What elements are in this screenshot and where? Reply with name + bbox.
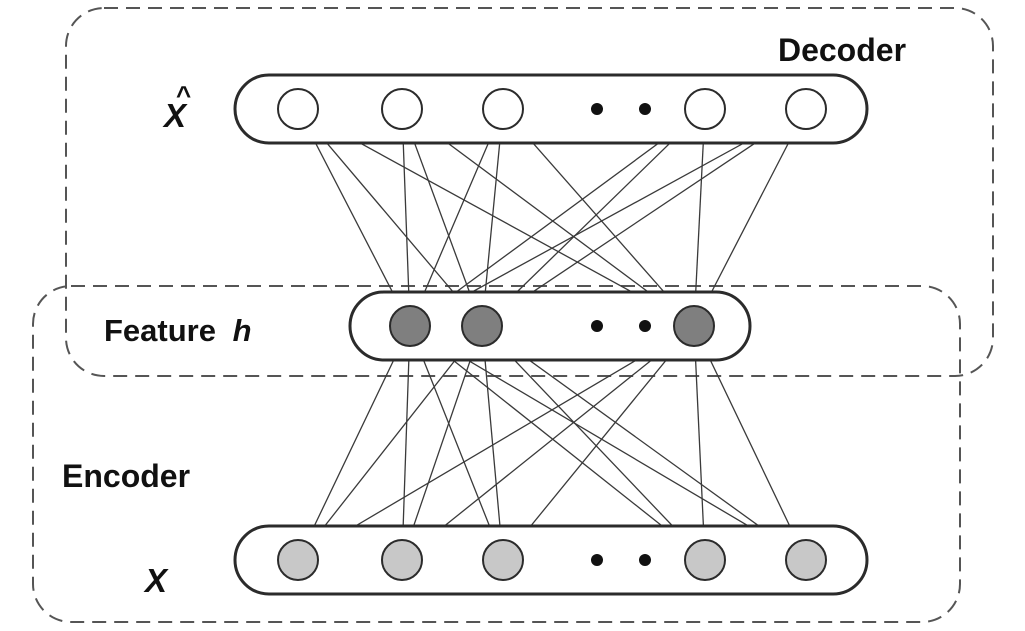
output-ellipsis-dot [591,103,603,115]
encoder-connection [297,325,695,561]
output-ellipsis-dot [639,103,651,115]
encoder-connection [481,325,504,561]
feature-label: Feature h [104,313,252,348]
decoder-region [65,7,994,377]
decoder-connection [693,108,706,327]
feature-label-text: Feature [104,313,216,348]
input-node [277,539,319,581]
hidden-layer-capsule [348,290,752,362]
output-node [381,88,423,130]
decoder-connection [297,108,411,327]
encoder-connection [401,325,411,561]
encoder-connection [502,325,695,561]
input-layer-capsule [233,524,869,596]
output-node [684,88,726,130]
decoder-connection [481,108,807,327]
input-ellipsis-dot [639,554,651,566]
output-node [277,88,319,130]
output-hat-symbol: ^ [176,80,191,110]
network-nodes [277,88,827,581]
decoder-connection [481,108,706,327]
decoder-connection [502,108,695,327]
input-node [482,539,524,581]
hidden-ellipsis-dot [639,320,651,332]
feature-variable: h [233,313,252,348]
encoder-connection [693,325,706,561]
encoder-connection [401,325,695,561]
encoder-connections [297,325,807,561]
decoder-connection [693,108,807,327]
hidden-ellipsis-dot [591,320,603,332]
hidden-node [461,305,503,347]
encoder-connection [481,325,807,561]
decoder-connection [401,108,483,327]
output-node [785,88,827,130]
encoder-connection [401,325,483,561]
encoder-connection [409,325,706,561]
encoder-connection [297,325,411,561]
decoder-connection [409,108,504,327]
encoder-label: Encoder [62,458,190,494]
hidden-node [389,305,431,347]
input-node [785,539,827,581]
output-layer-capsule [233,73,869,145]
decoder-label: Decoder [778,32,906,68]
output-node [482,88,524,130]
output-variable-label: X [162,97,188,134]
input-ellipsis-dot [591,554,603,566]
decoder-connection [297,108,483,327]
encoder-connection [409,325,807,561]
input-variable-label: X [143,562,169,599]
decoder-connection [481,108,504,327]
decoder-connection [409,108,807,327]
encoder-connection [409,325,504,561]
input-node [381,539,423,581]
input-node [684,539,726,581]
encoder-region [32,285,961,623]
decoder-connection [297,108,695,327]
decoder-connection [401,108,695,327]
decoder-connection [409,108,706,327]
decoder-connections [297,108,807,327]
hidden-node [673,305,715,347]
encoder-connection [693,325,807,561]
decoder-connection [401,108,411,327]
encoder-connection [297,325,483,561]
encoder-connection [481,325,706,561]
